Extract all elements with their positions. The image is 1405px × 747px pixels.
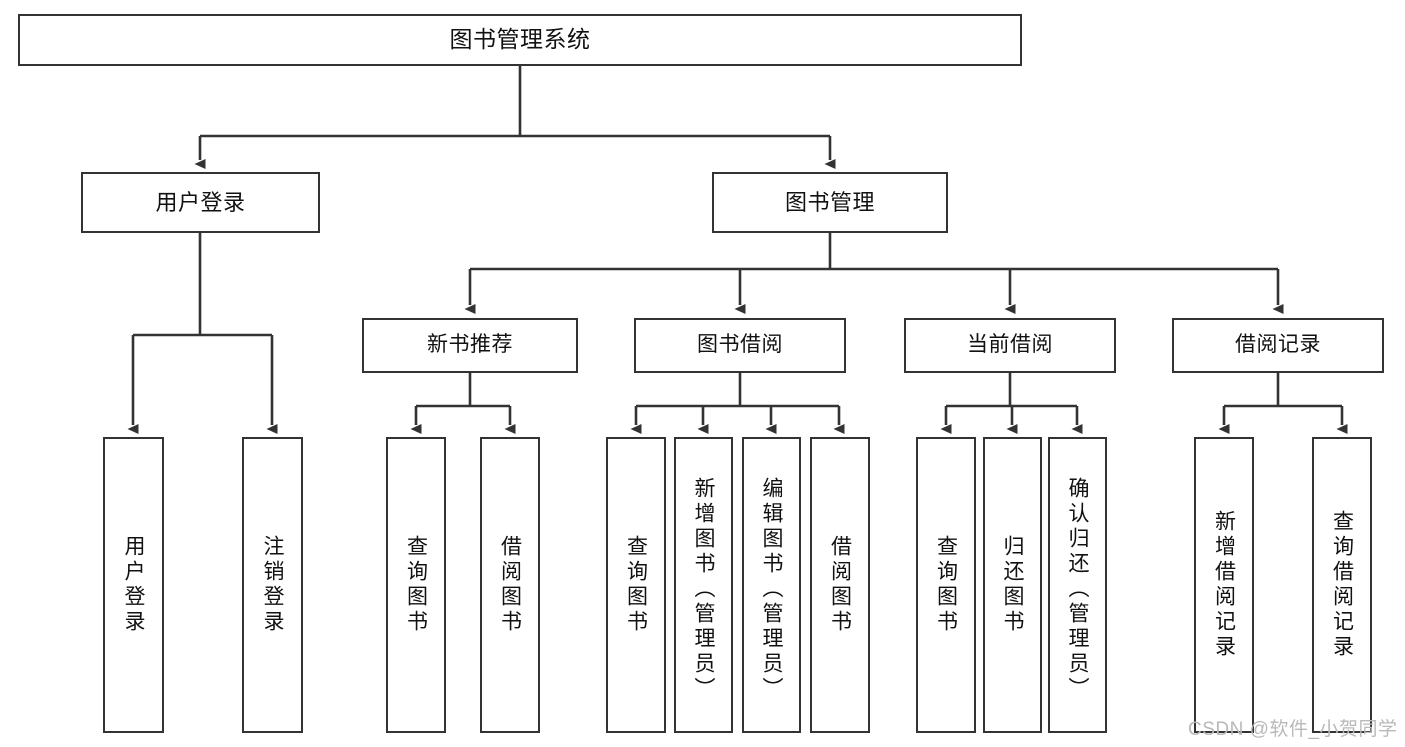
node-leaf-add-book-admin[interactable]: 新增图书（管理员） (674, 437, 733, 733)
node-label: 注销登录 (261, 535, 284, 635)
node-leaf-query-book-1[interactable]: 查询图书 (386, 437, 446, 733)
node-leaf-return-book[interactable]: 归还图书 (983, 437, 1042, 733)
watermark-text: CSDN @软件_小贺同学 (1188, 719, 1398, 740)
node-borrow-record[interactable]: 借阅记录 (1172, 318, 1384, 373)
node-label: 借阅图书 (828, 535, 852, 635)
node-label: 图书管理 (784, 189, 875, 215)
node-label: 用户登录 (155, 189, 246, 215)
node-label: 新增图书（管理员） (692, 476, 715, 702)
node-label: 用户登录 (122, 535, 145, 635)
node-leaf-add-borrow-record[interactable]: 新增借阅记录 (1194, 437, 1254, 733)
node-leaf-query-book-3[interactable]: 查询图书 (916, 437, 976, 733)
node-label: 查询图书 (404, 535, 428, 635)
node-leaf-logout-login[interactable]: 注销登录 (242, 437, 303, 733)
node-leaf-query-borrow-record[interactable]: 查询借阅记录 (1312, 437, 1372, 733)
node-label: 查询图书 (624, 535, 648, 635)
node-user-login[interactable]: 用户登录 (81, 172, 320, 233)
node-label: 编辑图书（管理员） (760, 476, 783, 702)
node-label: 图书借阅 (697, 333, 783, 357)
node-current-borrow[interactable]: 当前借阅 (904, 318, 1116, 373)
node-leaf-user-login[interactable]: 用户登录 (103, 437, 164, 733)
node-leaf-confirm-return-admin[interactable]: 确认归还（管理员） (1048, 437, 1107, 733)
node-leaf-query-book-2[interactable]: 查询图书 (606, 437, 666, 733)
node-label: 确认归还（管理员） (1066, 476, 1089, 702)
node-label: 借阅图书 (498, 535, 522, 635)
node-book-manage[interactable]: 图书管理 (712, 172, 948, 233)
node-label: 归还图书 (1001, 535, 1024, 635)
node-label: 当前借阅 (967, 333, 1053, 357)
node-label: 借阅记录 (1235, 333, 1321, 357)
node-label: 查询借阅记录 (1330, 510, 1354, 660)
node-new-book-recommend[interactable]: 新书推荐 (362, 318, 578, 373)
node-label: 新增借阅记录 (1212, 510, 1236, 660)
node-leaf-borrow-book-2[interactable]: 借阅图书 (810, 437, 870, 733)
node-label: 图书管理系统 (449, 26, 591, 53)
node-book-borrow[interactable]: 图书借阅 (634, 318, 846, 373)
node-leaf-edit-book-admin[interactable]: 编辑图书（管理员） (742, 437, 801, 733)
node-label: 新书推荐 (427, 333, 513, 357)
node-leaf-borrow-book-1[interactable]: 借阅图书 (480, 437, 540, 733)
node-root-system[interactable]: 图书管理系统 (18, 14, 1022, 66)
node-label: 查询图书 (934, 535, 958, 635)
